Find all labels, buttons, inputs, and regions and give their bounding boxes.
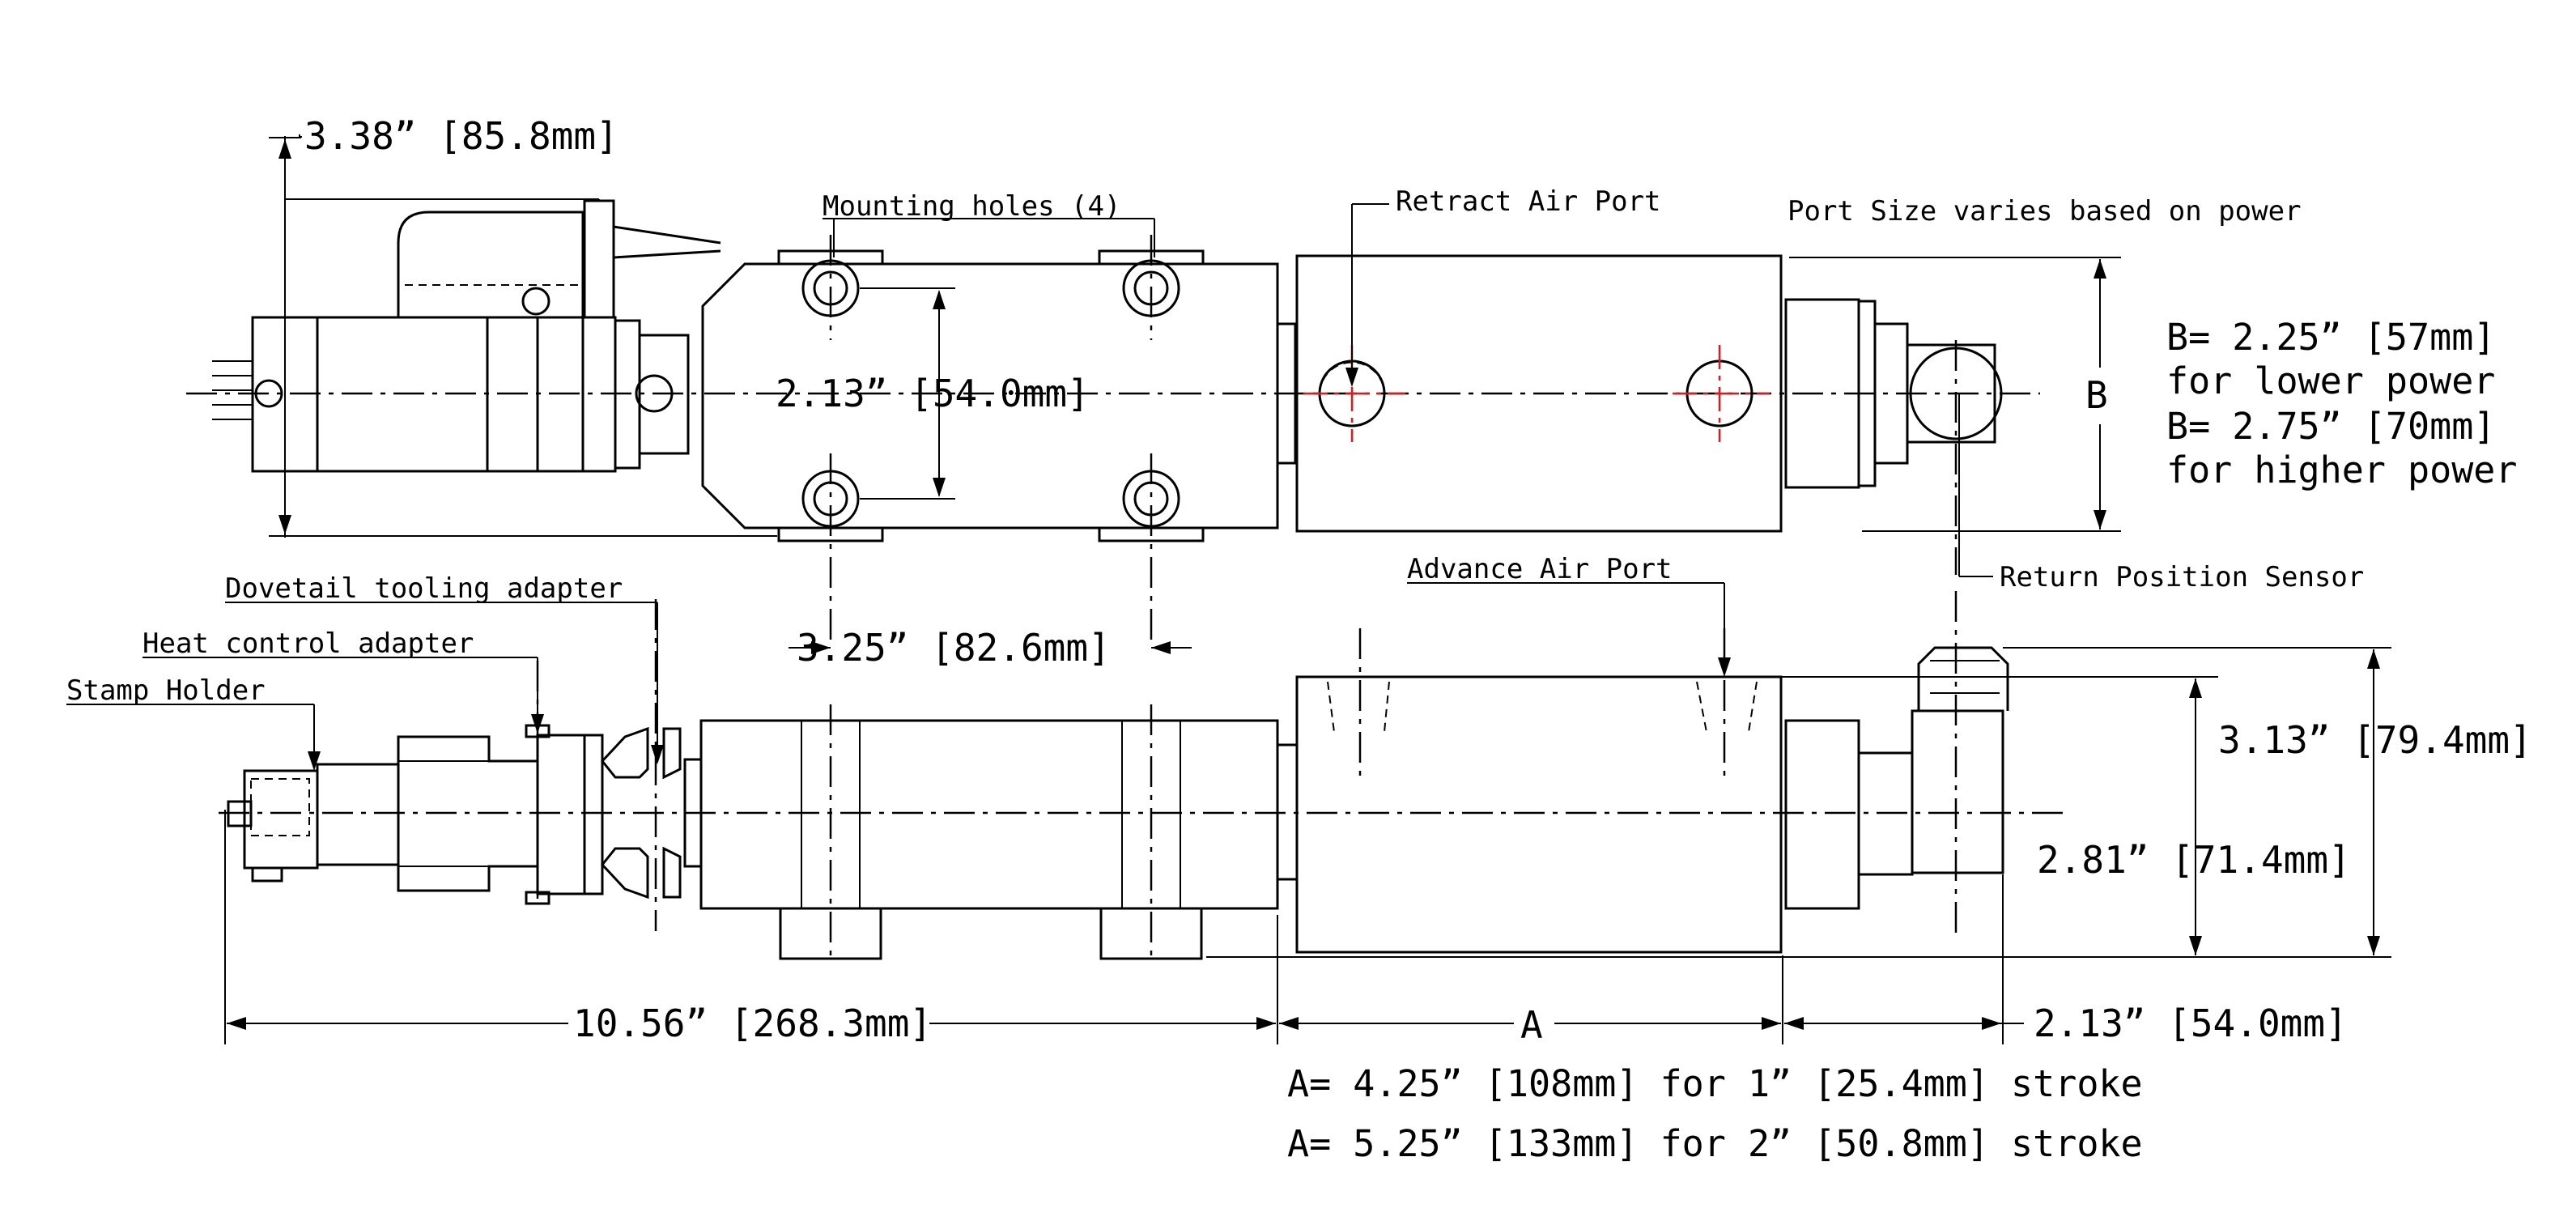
cylinder-body-side <box>1295 628 1783 954</box>
dovetail-tooling-adapter-label: Dovetail tooling adapter <box>225 572 623 605</box>
return-position-sensor-label: Return Position Sensor <box>2000 561 2364 593</box>
port-size-note: Port Size varies based on power <box>1787 195 2302 228</box>
b-higher-value: B= 2.75” [70mm] <box>2166 405 2495 448</box>
heat-control-adapter-side <box>397 661 604 907</box>
retract-air-port-label: Retract Air Port <box>1396 185 1661 218</box>
end-cap-top <box>1784 298 2003 575</box>
heater-assembly-top <box>212 199 721 473</box>
dim-hole-spacing-horizontal: 3.25” [82.6mm] <box>797 626 1111 670</box>
dim-hole-spacing-vertical: 2.13” [54.0mm] <box>776 372 1090 415</box>
dovetail-adapter-side <box>601 599 703 931</box>
dim-b-symbol: B <box>2085 373 2108 417</box>
stamp-holder-label: Stamp Holder <box>66 674 266 707</box>
dim-a-symbol: A <box>1520 1003 1543 1047</box>
top-view <box>186 199 2040 648</box>
b-lower-value: B= 2.25” [57mm] <box>2166 316 2495 359</box>
end-cap-side <box>1784 591 2009 939</box>
annotations: Mounting holes (4) Retract Air Port Port… <box>66 114 2532 1165</box>
dim-side-height-body: 2.81” [71.4mm] <box>2037 838 2351 882</box>
dim-overall-length: 10.56” [268.3mm] <box>573 1002 932 1045</box>
b-lower-text: for lower power <box>2166 359 2495 402</box>
stamp-holder-side <box>227 763 400 883</box>
mounting-block-side <box>699 704 1299 963</box>
dim-top-height: 3.38” [85.8mm] <box>304 114 618 158</box>
heat-control-adapter-label: Heat control adapter <box>142 627 474 660</box>
advance-air-port-label: Advance Air Port <box>1407 553 1673 585</box>
mounting-block-top <box>701 235 1297 648</box>
side-view <box>219 591 2064 963</box>
a-note-2in: A= 5.25” [133mm] for 2” [50.8mm] stroke <box>1287 1122 2143 1165</box>
dim-end-length: 2.13” [54.0mm] <box>2034 1002 2348 1045</box>
mounting-holes-label: Mounting holes (4) <box>823 190 1120 223</box>
leader-lines <box>66 203 1993 771</box>
b-higher-text: for higher power <box>2166 449 2517 491</box>
a-note-1in: A= 4.25” [108mm] for 1” [25.4mm] stroke <box>1287 1062 2143 1105</box>
dim-side-height-overall: 3.13” [79.4mm] <box>2218 718 2532 762</box>
dimension-lines <box>224 134 2391 1044</box>
